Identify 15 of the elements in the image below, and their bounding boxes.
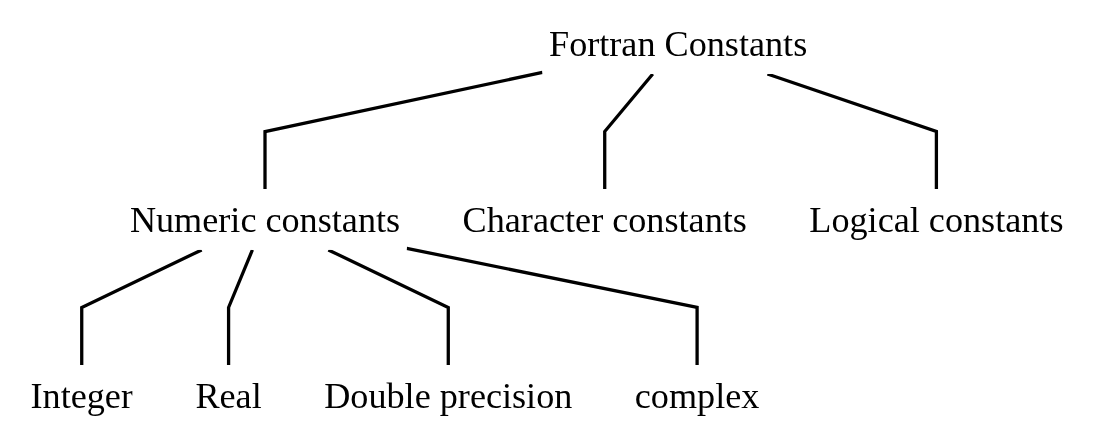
node-text: Integer (30, 374, 133, 416)
connector (406, 246, 699, 365)
node-text: Numeric constants (129, 198, 401, 241)
node-text: Double precision (324, 374, 573, 416)
node-text: Real (195, 374, 262, 416)
connector (766, 72, 939, 190)
connector (327, 248, 450, 365)
connector (263, 70, 543, 190)
node-text: Logical constants (809, 198, 1064, 241)
connector (226, 249, 254, 365)
node-text: Character constants (462, 198, 747, 241)
node-text: complex (634, 374, 760, 416)
connector (603, 72, 655, 190)
connector (80, 248, 203, 365)
node-text: Fortran Constants (549, 23, 808, 65)
